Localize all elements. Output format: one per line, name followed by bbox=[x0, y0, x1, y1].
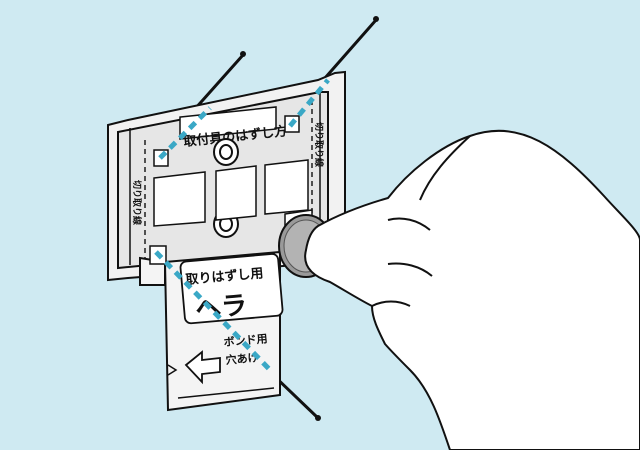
arrow-left-icon bbox=[184, 350, 221, 385]
hand-icon bbox=[304, 129, 640, 450]
tool-title: 取りはずし用 bbox=[185, 265, 264, 288]
plate-windows bbox=[153, 159, 309, 227]
bond-label-2: 穴あけ bbox=[225, 350, 259, 367]
ring-icon bbox=[213, 138, 239, 166]
pin-icon bbox=[192, 51, 246, 112]
cut-line-right-label: 切り取り線 bbox=[313, 122, 325, 167]
cut-line-left-label: 切り取り線 bbox=[131, 180, 143, 225]
tool-label-box: 取りはずし用 ヘラ bbox=[179, 253, 284, 325]
tool-name: ヘラ bbox=[194, 291, 248, 325]
diagonal-cut-lines bbox=[154, 78, 330, 374]
pin-icon bbox=[323, 16, 379, 80]
